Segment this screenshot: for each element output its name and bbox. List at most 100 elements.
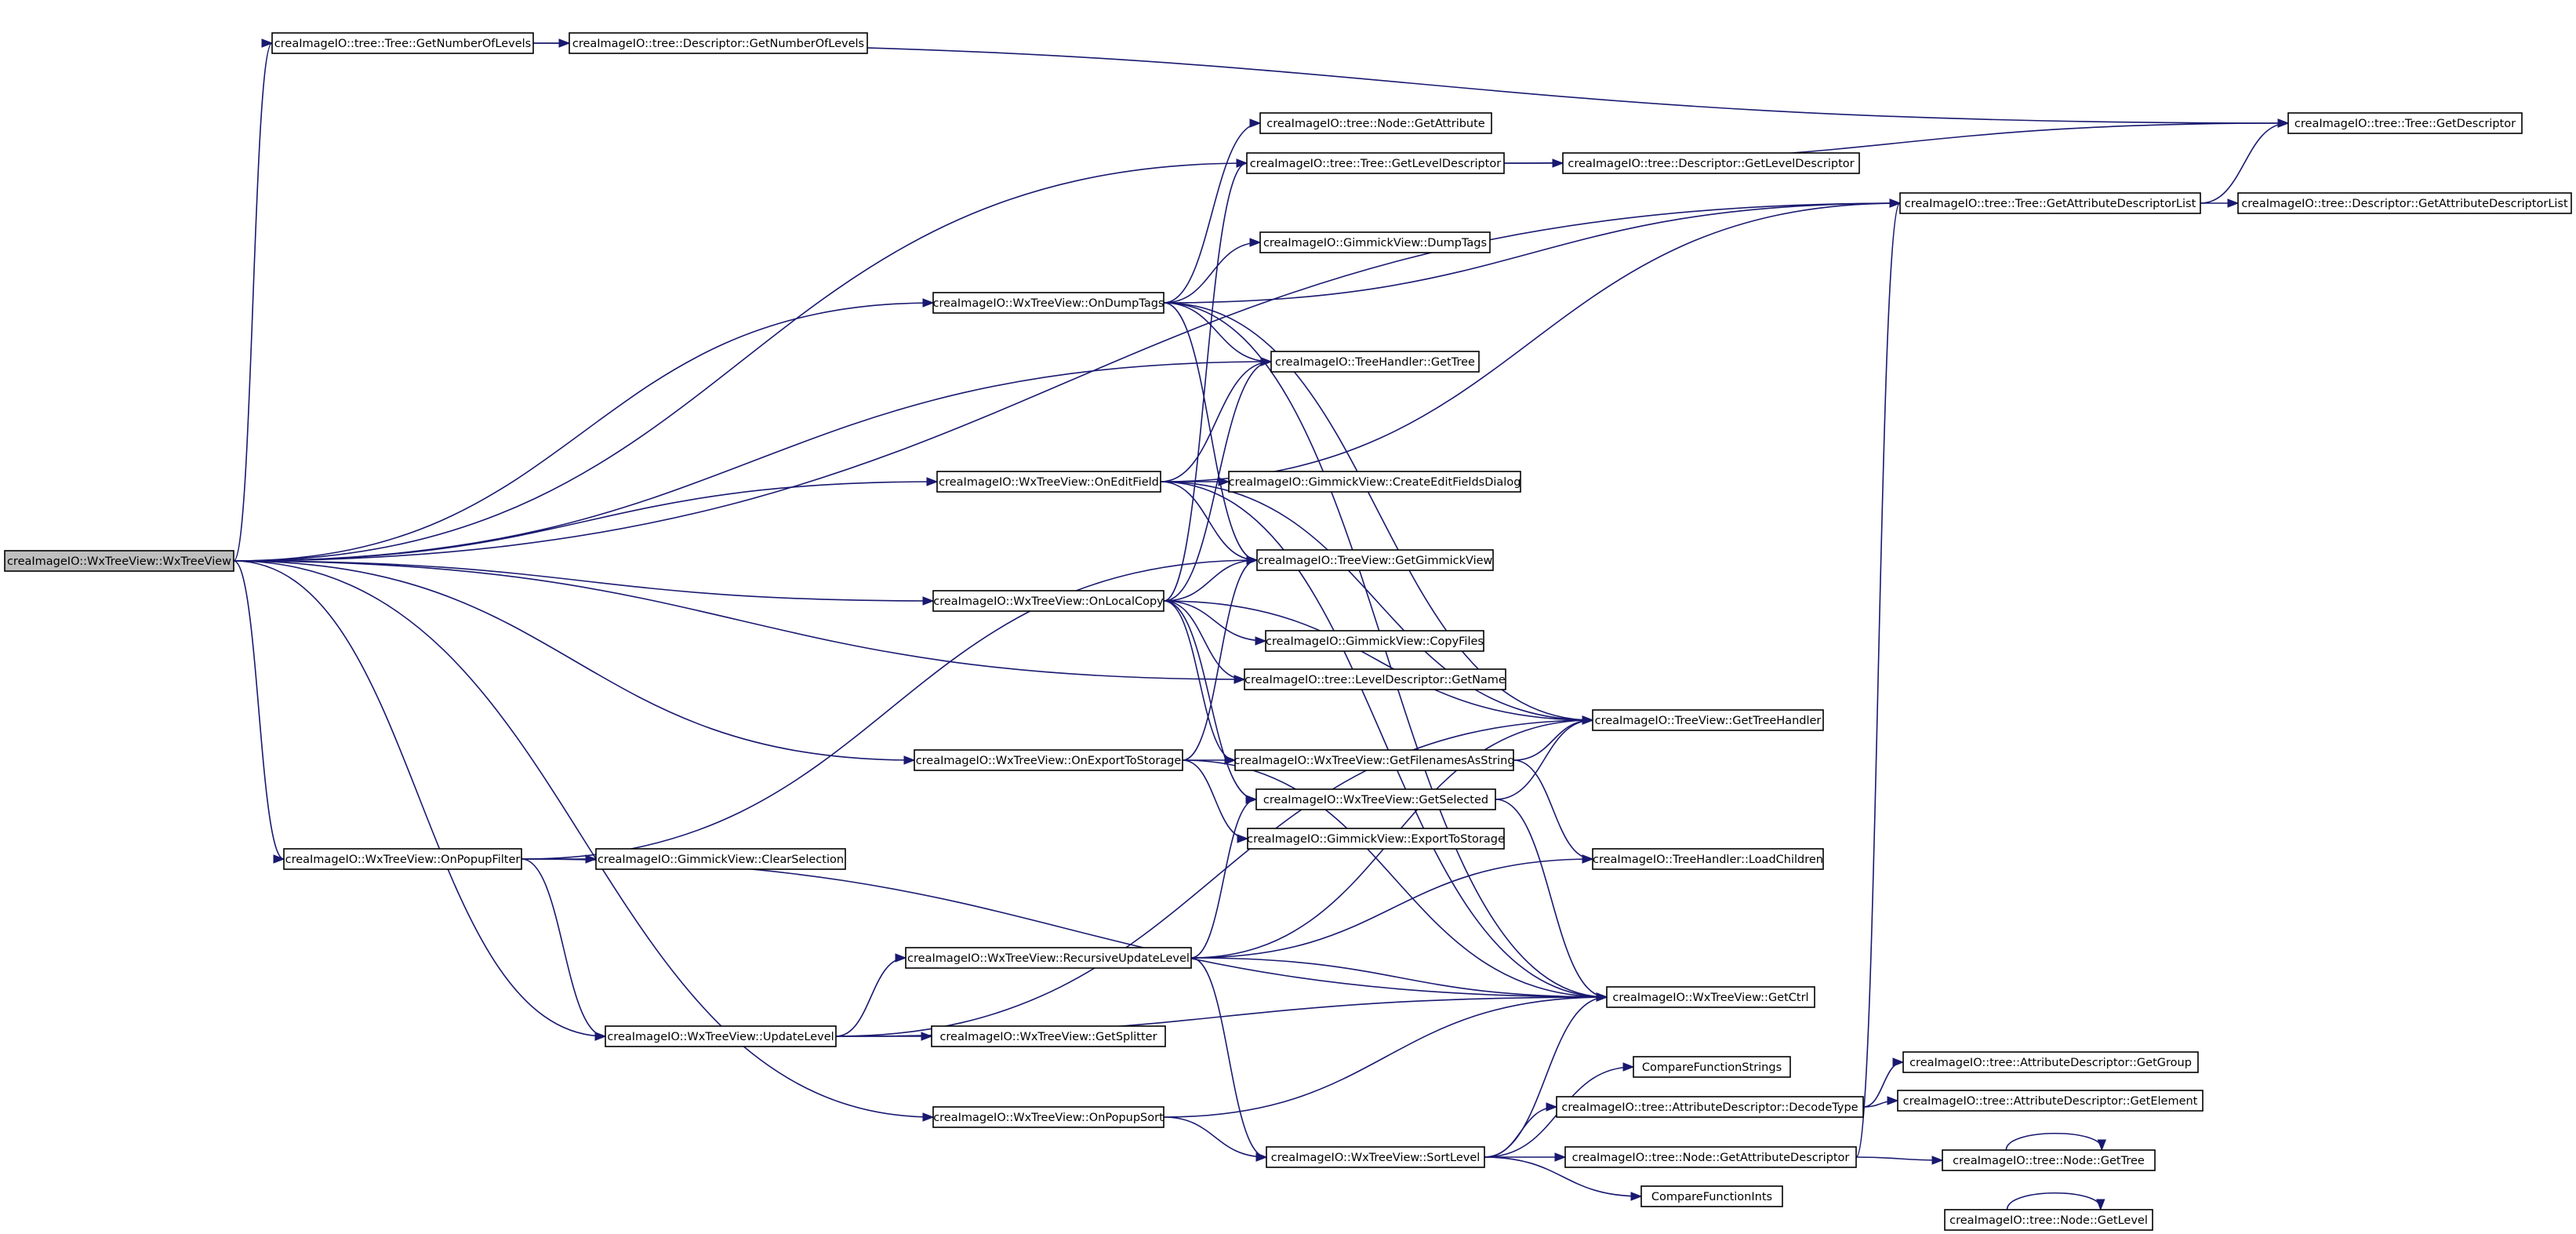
node-box[interactable] [1259,112,1492,134]
arrowhead-icon [1234,675,1246,684]
node-gettree[interactable]: creaImageIO::TreeHandler::GetTree [1270,351,1480,373]
node-getgimmickview[interactable]: creaImageIO::TreeView::GetGimmickView [1256,549,1494,571]
node-getname[interactable]: creaImageIO::tree::LevelDescriptor::GetN… [1244,668,1506,690]
node-box[interactable] [1255,788,1496,810]
node-getselected[interactable]: creaImageIO::WxTreeView::GetSelected [1255,788,1496,810]
node-box[interactable] [905,947,1192,969]
node-box[interactable] [936,471,1161,493]
node-label: creaImageIO::tree::Tree::GetDescriptor [2294,118,2516,130]
node-box[interactable] [1234,749,1514,771]
node-comparefunctionstrings[interactable]: CompareFunctionStrings [1633,1056,1791,1078]
node-gettreehandler[interactable]: creaImageIO::TreeView::GetTreeHandler [1592,709,1824,731]
node-getelement[interactable]: creaImageIO::tree::AttributeDescriptor::… [1897,1090,2204,1112]
arrowhead-icon [895,953,907,963]
node-box[interactable] [1247,828,1505,850]
node-box[interactable] [1640,1185,1783,1207]
node-box[interactable] [4,550,234,572]
arrowhead-icon [1554,1152,1567,1162]
node-box[interactable] [1259,231,1491,253]
node-box[interactable] [1564,1146,1857,1168]
node-box[interactable] [569,32,868,54]
node-box[interactable] [1633,1056,1791,1078]
node-box[interactable] [595,848,846,870]
node-box[interactable] [931,1025,1166,1047]
node-decodetype[interactable]: creaImageIO::tree::AttributeDescriptor::… [1556,1096,1864,1118]
node-box[interactable] [1244,668,1506,690]
node-box[interactable] [1942,1149,2156,1171]
edge-node_getattributedescriptor-to-node_gettree [1855,1156,1944,1165]
node-node_getlevel[interactable]: creaImageIO::tree::Node::GetLevel [1944,1209,2153,1231]
node-box[interactable] [1902,1051,2199,1073]
node-box[interactable] [1556,1096,1864,1118]
node-box[interactable] [271,32,534,54]
node-box[interactable] [1256,549,1494,571]
edge-onpopupsort-to-sortlevel [1163,1116,1268,1162]
node-getattributedescriptorlist[interactable]: creaImageIO::tree::Tree::GetAttributeDes… [1899,192,2201,214]
node-exporttostorage[interactable]: creaImageIO::GimmickView::ExportToStorag… [1247,828,1505,850]
node-box[interactable] [1944,1209,2153,1231]
node-loadchildren[interactable]: creaImageIO::TreeHandler::LoadChildren [1592,848,1824,870]
node-desc_getnumberoflevels[interactable]: creaImageIO::tree::Descriptor::GetNumber… [569,32,868,54]
node-getctrl[interactable]: creaImageIO::WxTreeView::GetCtrl [1606,986,1815,1008]
node-box[interactable] [1592,848,1824,870]
node-box[interactable] [605,1025,837,1047]
node-getleveldescriptor[interactable]: creaImageIO::tree::Tree::GetLevelDescrip… [1246,152,1505,174]
node-copyfiles[interactable]: creaImageIO::GimmickView::CopyFiles [1265,630,1484,652]
node-getfilenamesasstring[interactable]: creaImageIO::WxTreeView::GetFilenamesAsS… [1234,749,1515,771]
node-box[interactable] [1228,471,1521,493]
node-onpopupfilter[interactable]: creaImageIO::WxTreeView::OnPopupFilter [283,848,522,870]
node-recursiveupdatelevel[interactable]: creaImageIO::WxTreeView::RecursiveUpdate… [905,947,1192,969]
node-onexporttostorage[interactable]: creaImageIO::WxTreeView::OnExportToStora… [914,749,1183,771]
edge-line [2005,1132,2103,1151]
node-box[interactable] [932,590,1164,612]
edge-line [1163,996,1608,1118]
node-clearselection[interactable]: creaImageIO::GimmickView::ClearSelection [595,848,846,870]
node-comparefunctionints[interactable]: CompareFunctionInts [1640,1185,1783,1207]
edge-line [1160,361,1272,482]
node-oneditfield[interactable]: creaImageIO::WxTreeView::OnEditField [936,471,1161,493]
node-updatelevel[interactable]: creaImageIO::WxTreeView::UpdateLevel [605,1025,837,1047]
node-box[interactable] [2237,192,2572,214]
edge-getfilenamesasstring-to-gettreehandler [1513,715,1594,761]
node-box[interactable] [1266,1146,1485,1168]
node-createeditfieldsdialog[interactable]: creaImageIO::GimmickView::CreateEditFiel… [1228,471,1521,493]
node-box[interactable] [1246,152,1505,174]
node-box[interactable] [1270,351,1480,373]
edge-getfilenamesasstring-to-loadchildren [1513,759,1594,864]
node-box[interactable] [1265,630,1484,652]
node-box[interactable] [2287,112,2523,134]
edge-line [2006,1192,2102,1210]
node-onpopupsort[interactable]: creaImageIO::WxTreeView::OnPopupSort [932,1106,1164,1128]
edge-line [521,559,1258,860]
node-box[interactable] [932,1106,1164,1128]
node-box[interactable] [283,848,522,870]
node-label: creaImageIO::tree::Tree::GetLevelDescrip… [1250,158,1501,170]
node-getgroup[interactable]: creaImageIO::tree::AttributeDescriptor::… [1902,1051,2199,1073]
node-desc_getleveldescriptor[interactable]: creaImageIO::tree::Descriptor::GetLevelD… [1562,152,1860,174]
edge-line [1163,202,1901,304]
node-getnumberoflevels[interactable]: creaImageIO::tree::Tree::GetNumberOfLeve… [271,32,534,54]
node-dumptags[interactable]: creaImageIO::GimmickView::DumpTags [1259,231,1491,253]
node-box[interactable] [1606,986,1815,1008]
node-node_getattribute[interactable]: creaImageIO::tree::Node::GetAttribute [1259,112,1492,134]
node-node_getattributedescriptor[interactable]: creaImageIO::tree::Node::GetAttributeDes… [1564,1146,1857,1168]
node-label: creaImageIO::WxTreeView::SortLevel [1271,1152,1481,1164]
edge-line [1163,600,1257,800]
node-sortlevel[interactable]: creaImageIO::WxTreeView::SortLevel [1266,1146,1485,1168]
node-box[interactable] [1562,152,1860,174]
node-box[interactable] [1592,709,1824,731]
node-box[interactable] [1899,192,2201,214]
node-box[interactable] [914,749,1183,771]
node-node_gettree[interactable]: creaImageIO::tree::Node::GetTree [1942,1149,2156,1171]
node-ondumptags[interactable]: creaImageIO::WxTreeView::OnDumpTags [932,292,1164,314]
node-box[interactable] [932,292,1164,314]
node-getdescriptor[interactable]: creaImageIO::tree::Tree::GetDescriptor [2287,112,2523,134]
node-onlocalcopy[interactable]: creaImageIO::WxTreeView::OnLocalCopy [932,590,1164,612]
edge-onpopupfilter-to-updatelevel [521,858,607,1041]
node-desc_getattributedescriptorlist[interactable]: creaImageIO::tree::Descriptor::GetAttrib… [2237,192,2572,214]
edge-sortlevel-to-getctrl [1484,992,1608,1158]
node-label: creaImageIO::WxTreeView::UpdateLevel [607,1031,834,1043]
node-wxtreeview[interactable]: creaImageIO::WxTreeView::WxTreeView [4,550,234,572]
node-getsplitter[interactable]: creaImageIO::WxTreeView::GetSplitter [931,1025,1166,1047]
node-box[interactable] [1897,1090,2204,1112]
